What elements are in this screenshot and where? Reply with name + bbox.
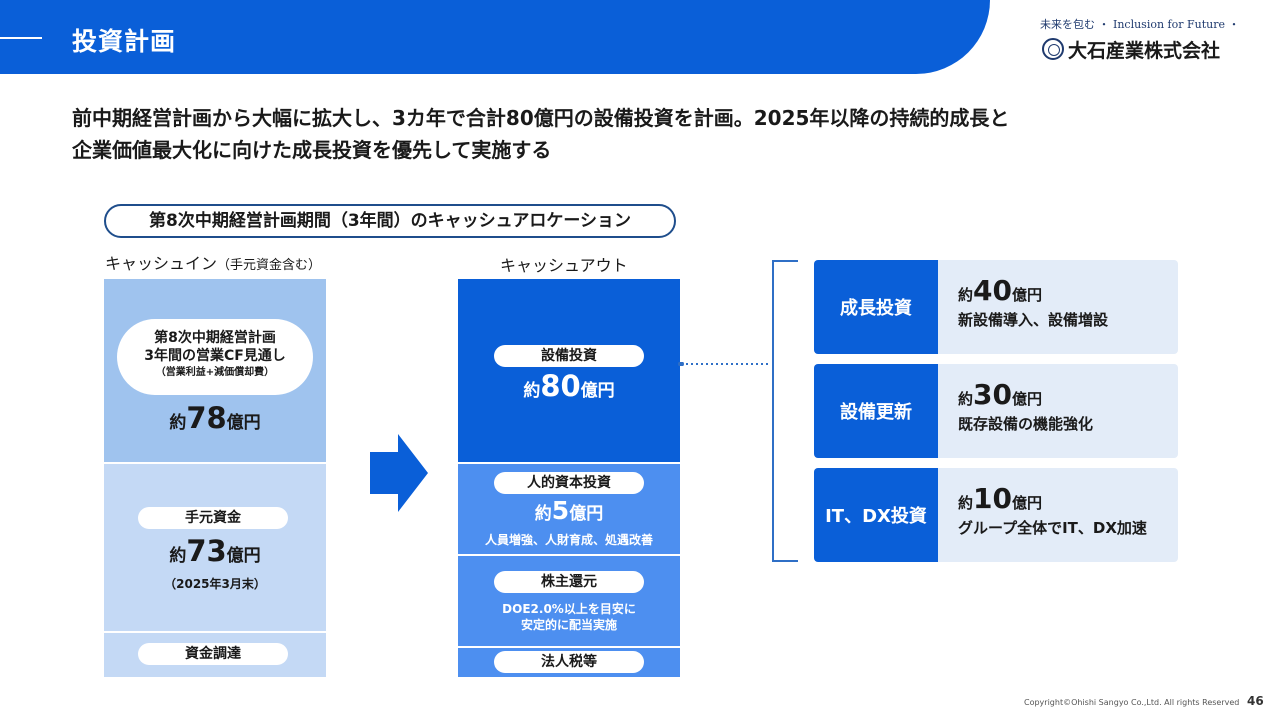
copyright-text: Copyright©Ohishi Sangyo Co.,Ltd. All rig… [1024, 698, 1240, 707]
amount-value: 40 [973, 274, 1012, 307]
breakdown-amount: 約10億円 [958, 482, 1178, 515]
capex-tag: 設備投資 [494, 345, 644, 367]
breakdown-desc: 新設備導入、設備増設 [958, 311, 1109, 329]
breakdown-card-growth: 成長投資 約40億円 新設備導入、設備増設 [814, 260, 1178, 354]
financing-tag: 資金調達 [138, 643, 288, 665]
operating-cf-line2: 3年間の営業CF見通し [144, 348, 286, 364]
shareholder-return-block: 株主還元 DOE2.0%以上を目安に 安定的に配当実施 [458, 556, 680, 646]
cash-in-column: 第8次中期経営計画 3年間の営業CF見通し （営業利益+減価償却費） 約78億円… [104, 279, 326, 677]
cash-on-hand-tag: 手元資金 [138, 507, 288, 529]
section-title: 第8次中期経営計画期間（3年間）のキャッシュアロケーション [104, 204, 676, 238]
operating-cf-bubble: 第8次中期経営計画 3年間の営業CF見通し （営業利益+減価償却費） [117, 319, 313, 395]
lead-line-1: 前中期経営計画から大幅に拡大し、3カ年で合計80億円の設備投資を計画。2025年… [72, 106, 1010, 130]
amount-prefix: 約 [958, 494, 974, 512]
human-capital-note: 人員増強、人財育成、処遇改善 [484, 533, 653, 547]
shareholder-return-tag: 株主還元 [494, 571, 644, 593]
amount-unit: 億円 [226, 413, 261, 433]
cash-in-label-text: キャッシュイン [105, 254, 218, 273]
header-accent-line [0, 37, 42, 39]
human-capital-tag: 人的資本投資 [494, 472, 644, 494]
page-number: 46 [1247, 694, 1264, 708]
human-capital-block: 人的資本投資 約5億円 人員増強、人財育成、処遇改善 [458, 464, 680, 554]
amount-unit: 億円 [580, 381, 615, 401]
cash-out-label: キャッシュアウト [500, 256, 628, 275]
header-bar: 投資計画 [0, 0, 990, 74]
operating-cf-line1: 第8次中期経営計画 [154, 330, 276, 346]
breakdown-card-renewal: 設備更新 約30億円 既存設備の機能強化 [814, 364, 1178, 458]
amount-unit: 億円 [1011, 494, 1042, 512]
amount-value: 78 [186, 401, 227, 435]
amount-value: 73 [186, 534, 227, 568]
amount-value: 10 [973, 482, 1012, 515]
amount-prefix: 約 [958, 390, 974, 408]
breakdown-body: 約30億円 既存設備の機能強化 [938, 364, 1178, 458]
right-arrow-icon [370, 434, 428, 512]
dotted-connector [678, 362, 770, 366]
page-title: 投資計画 [72, 27, 177, 56]
breakdown-desc: グループ全体でIT、DX加速 [958, 519, 1147, 537]
operating-cf-amount: 約78億円 [104, 401, 326, 435]
logo-company-name: 大石産業株式会社 [1068, 40, 1221, 62]
amount-value: 80 [540, 369, 581, 403]
amount-prefix: 約 [958, 286, 974, 304]
amount-value: 30 [973, 378, 1012, 411]
amount-prefix: 約 [523, 381, 541, 401]
amount-prefix: 約 [534, 504, 552, 524]
breakdown-amount: 約40億円 [958, 274, 1178, 307]
taxes-block: 法人税等 [458, 648, 680, 677]
lead-line-2: 企業価値最大化に向けた成長投資を優先して実施する [72, 138, 552, 162]
logo-mark-icon [1042, 38, 1064, 60]
taxes-tag: 法人税等 [494, 651, 644, 673]
company-logo: 未来を包む ・ Inclusion for Future ・ 大石産業株式会社 [1040, 16, 1240, 64]
amount-unit: 億円 [1011, 390, 1042, 408]
amount-prefix: 約 [169, 413, 187, 433]
human-capital-amount: 約5億円 [458, 496, 680, 525]
breakdown-amount: 約30億円 [958, 378, 1178, 411]
shareholder-return-note-2: 安定的に配当実施 [520, 618, 617, 632]
shareholder-return-note-1: DOE2.0%以上を目安に [502, 602, 636, 616]
breakdown-label: 設備更新 [814, 364, 938, 458]
amount-value: 5 [551, 496, 570, 525]
amount-unit: 億円 [226, 546, 261, 566]
breakdown-label: 成長投資 [814, 260, 938, 354]
breakdown-label: IT、DX投資 [814, 468, 938, 562]
amount-prefix: 約 [169, 546, 187, 566]
amount-unit: 億円 [569, 504, 604, 524]
breakdown-card-it-dx: IT、DX投資 約10億円 グループ全体でIT、DX加速 [814, 468, 1178, 562]
logo-tagline: 未来を包む ・ Inclusion for Future ・ [1040, 18, 1240, 31]
breakdown-body: 約40億円 新設備導入、設備増設 [938, 260, 1178, 354]
breakdown-body: 約10億円 グループ全体でIT、DX加速 [938, 468, 1178, 562]
operating-cf-block: 第8次中期経営計画 3年間の営業CF見通し （営業利益+減価償却費） 約78億円 [104, 279, 326, 462]
cash-out-column: 設備投資 約80億円 人的資本投資 約5億円 人員増強、人財育成、処遇改善 株主… [458, 279, 680, 677]
operating-cf-line3: （営業利益+減価償却費） [155, 367, 275, 378]
cash-on-hand-amount: 約73億円 [104, 534, 326, 568]
capex-amount: 約80億円 [458, 369, 680, 403]
lead-text: 前中期経営計画から大幅に拡大し、3カ年で合計80億円の設備投資を計画。2025年… [72, 102, 1192, 166]
cash-on-hand-block: 手元資金 約73億円 （2025年3月末） [104, 464, 326, 631]
cash-in-label-note: （手元資金含む） [217, 258, 322, 273]
financing-block: 資金調達 [104, 633, 326, 677]
cash-in-label: キャッシュイン（手元資金含む） [105, 250, 321, 274]
breakdown-desc: 既存設備の機能強化 [958, 415, 1094, 433]
amount-unit: 億円 [1011, 286, 1042, 304]
breakdown-bracket [772, 260, 798, 562]
capex-block: 設備投資 約80億円 [458, 279, 680, 462]
cash-on-hand-note: （2025年3月末） [164, 577, 266, 591]
